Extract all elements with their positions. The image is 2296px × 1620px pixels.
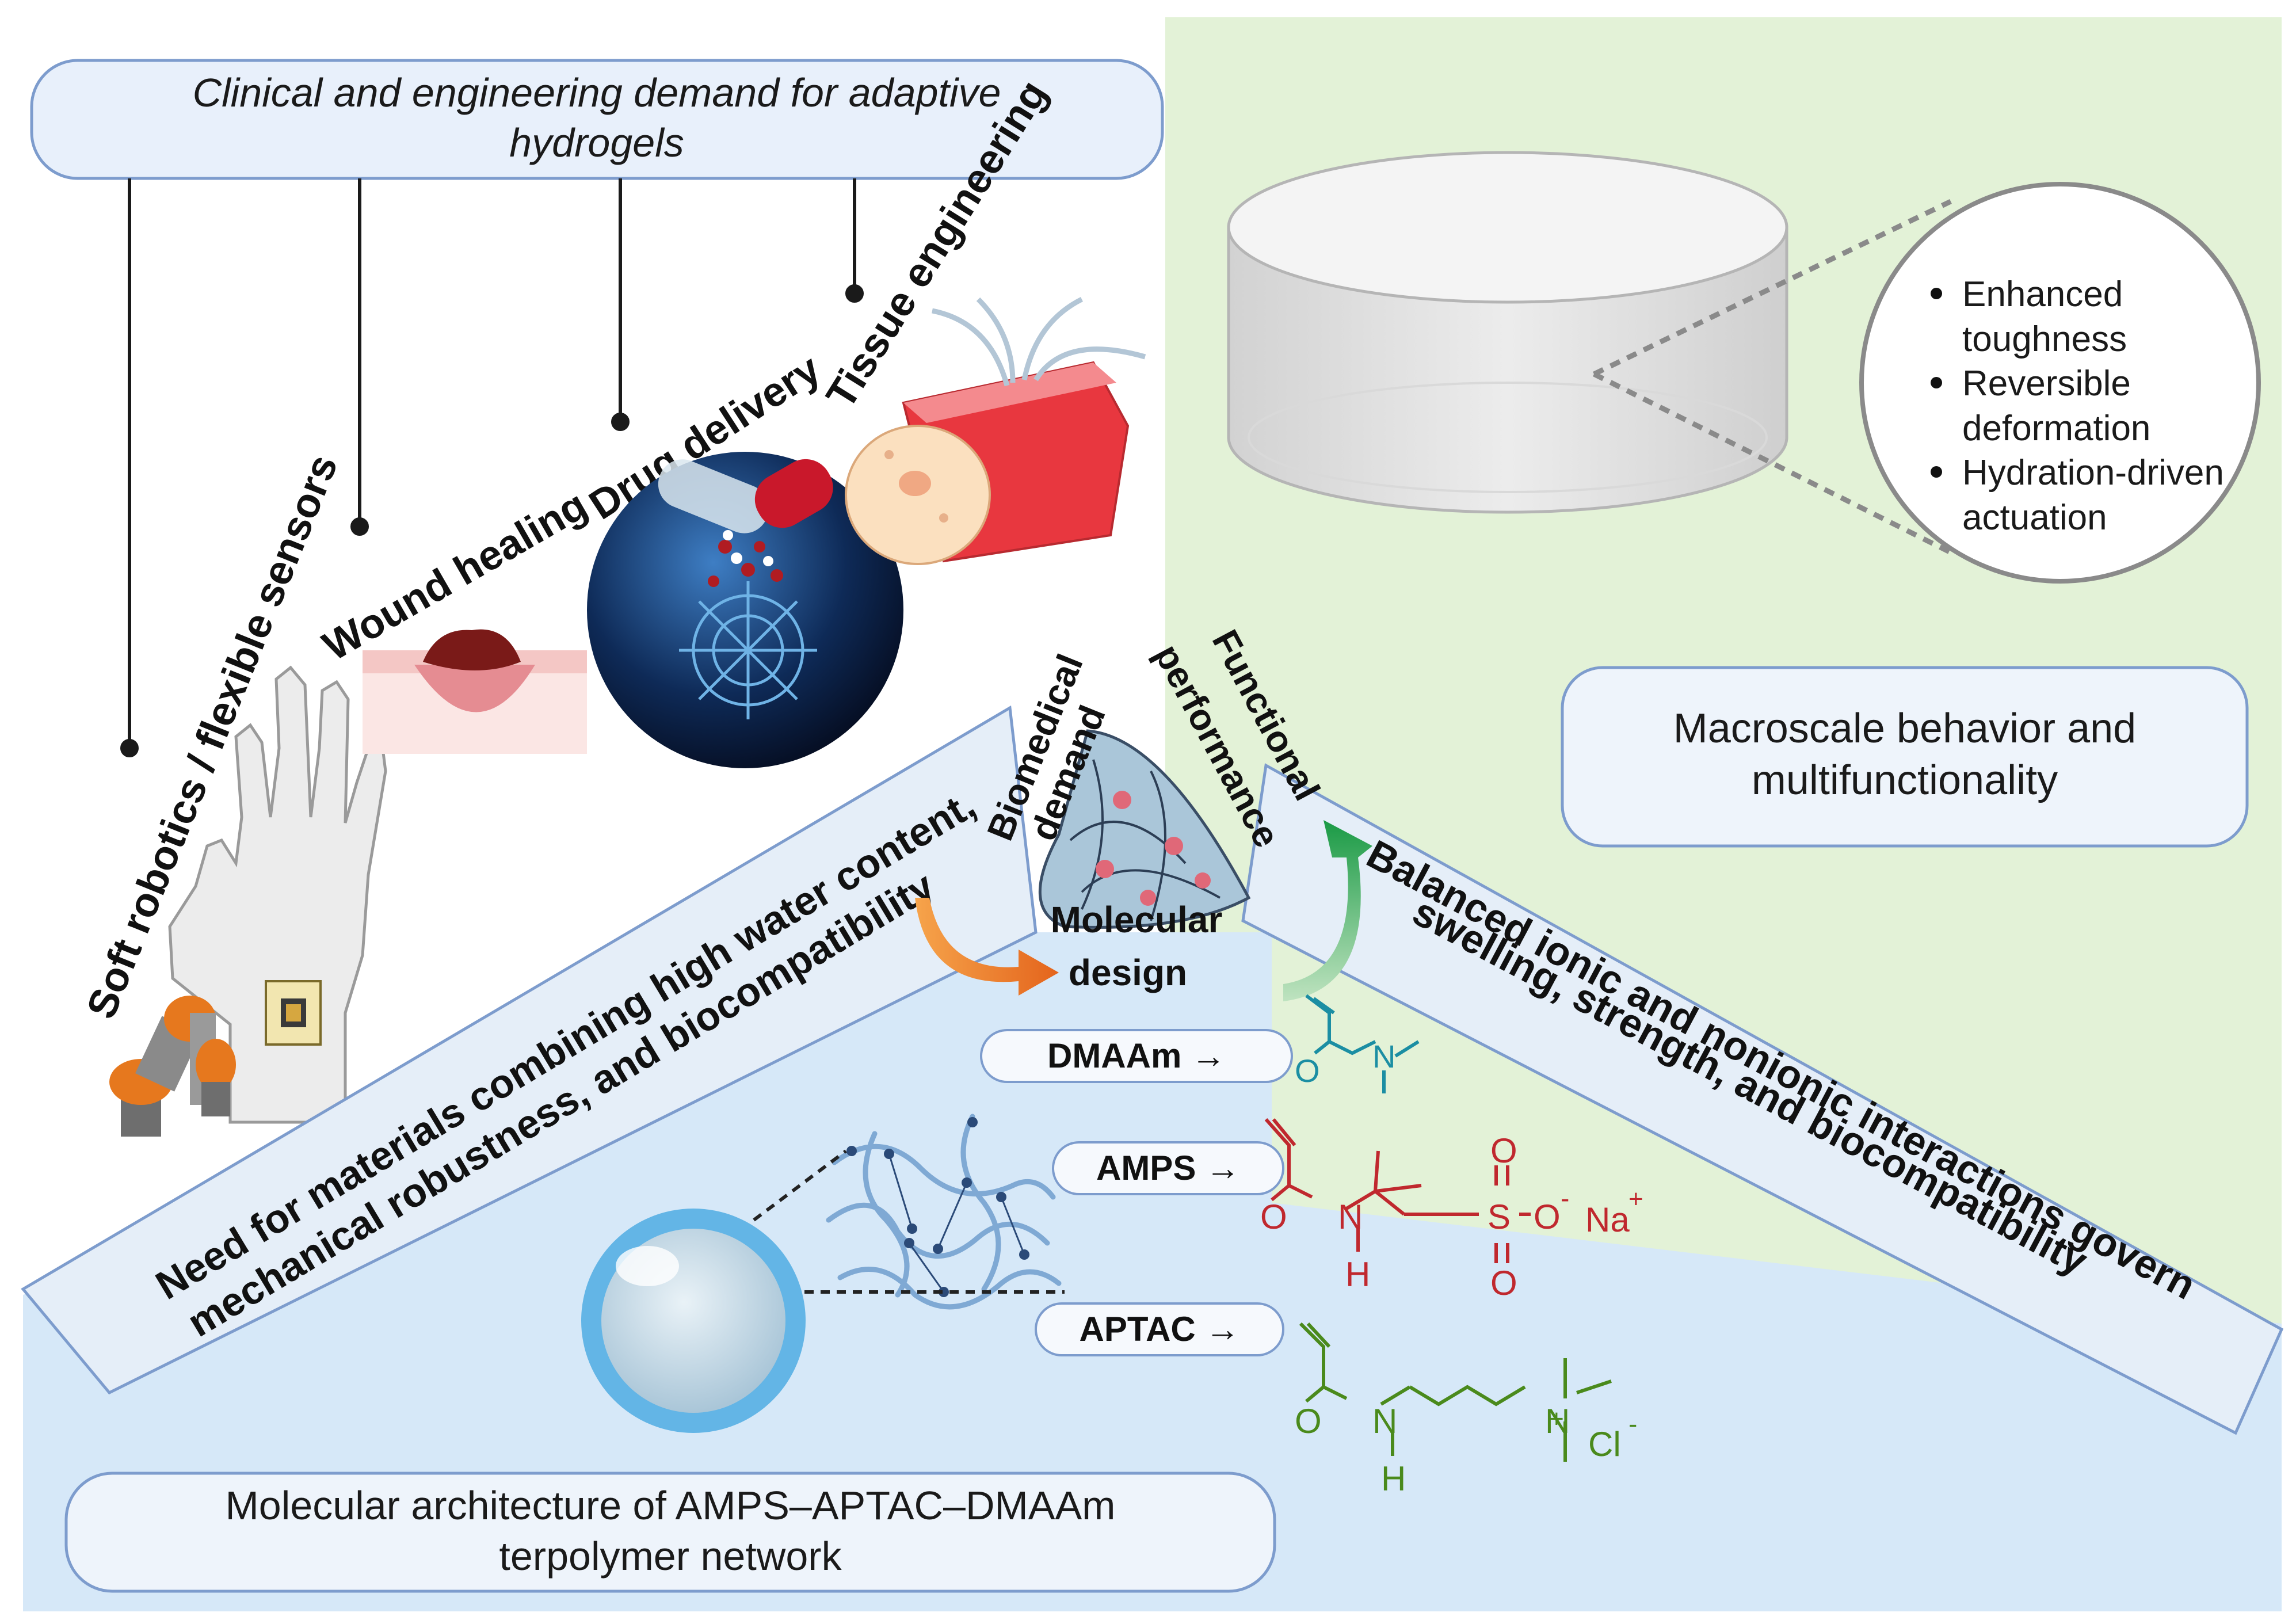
top-banner-line1: Clinical and engineering demand for adap… [193,70,1001,115]
svg-text:+: + [1549,1405,1564,1433]
polymer-network [826,1114,1062,1310]
svg-text:Reversible: Reversible [1962,364,2131,403]
svg-text:APTAC →: APTAC → [1080,1310,1240,1348]
macroscale-line2: multifunctionality [1752,757,2058,803]
svg-text:N: N [1372,1402,1397,1440]
robot-arm-icon [109,996,236,1137]
svg-text:O: O [1260,1198,1287,1236]
svg-text:Enhanced: Enhanced [1962,275,2123,314]
label-design: design [1069,952,1187,993]
label-molecular: Molecular [1051,899,1223,940]
bottom-box [64,1472,1276,1593]
svg-text:S: S [1488,1198,1511,1236]
bottom-box-line1: Molecular architecture of AMPS–APTAC–DMA… [225,1483,1115,1528]
wound-illustration [363,629,587,754]
properties-circle [1859,182,2261,584]
connector-lines [120,178,864,757]
svg-text:O: O [1295,1053,1320,1089]
green-arrow-icon [1283,820,1372,1001]
top-banner [30,59,1164,180]
svg-text:+: + [1628,1185,1643,1213]
aptac-structure [1299,1322,1612,1462]
svg-text:O: O [1490,1264,1517,1302]
svg-text:N: N [1338,1198,1363,1236]
top-banner-line2: hydrogels [509,120,684,165]
drug-delivery-illustration [587,452,903,768]
dmaam-structure [1305,994,1420,1093]
svg-text:actuation: actuation [1962,498,2107,538]
svg-text:-: - [1628,1409,1637,1439]
svg-text:H: H [1381,1459,1406,1498]
svg-text:toughness: toughness [1962,319,2127,359]
svg-text:O: O [1534,1198,1561,1236]
svg-text:Na: Na [1585,1200,1630,1239]
amps-pill: AMPS → [1052,1141,1284,1195]
svg-text:Cl: Cl [1588,1425,1621,1463]
svg-text:H: H [1345,1255,1370,1294]
svg-text:O: O [1490,1131,1517,1170]
macroscale-box [1561,666,2249,848]
dmaam-pill: DMAAm → [980,1029,1293,1083]
aptac-pill: APTAC → [1035,1302,1284,1356]
svg-text:deformation: deformation [1962,409,2150,448]
zoom-dotted-lines [1592,199,1952,555]
hydrogel-cylinder [1227,151,1788,514]
svg-text:-: - [1561,1183,1569,1213]
macroscale-line1: Macroscale behavior and [1673,706,2136,752]
svg-text:O: O [1295,1402,1322,1440]
tissue-engineering-illustration [845,296,1146,565]
bubble-zoom-lines [753,1149,1065,1294]
amps-structure [1264,1118,1531,1263]
svg-text:AMPS →: AMPS → [1096,1149,1240,1187]
svg-text:DMAAm →: DMAAm → [1047,1036,1226,1075]
svg-text:N: N [1545,1402,1570,1440]
svg-text:N: N [1372,1038,1395,1074]
bottom-box-line2: terpolymer network [499,1534,842,1579]
hand-illustration [168,665,387,1124]
orange-arrow-icon [915,898,1059,996]
central-hydrogel-network [1038,729,1251,929]
properties-list: Enhanced toughness Reversible deformatio… [1931,275,2224,538]
svg-text:Hydration-driven: Hydration-driven [1962,453,2224,493]
